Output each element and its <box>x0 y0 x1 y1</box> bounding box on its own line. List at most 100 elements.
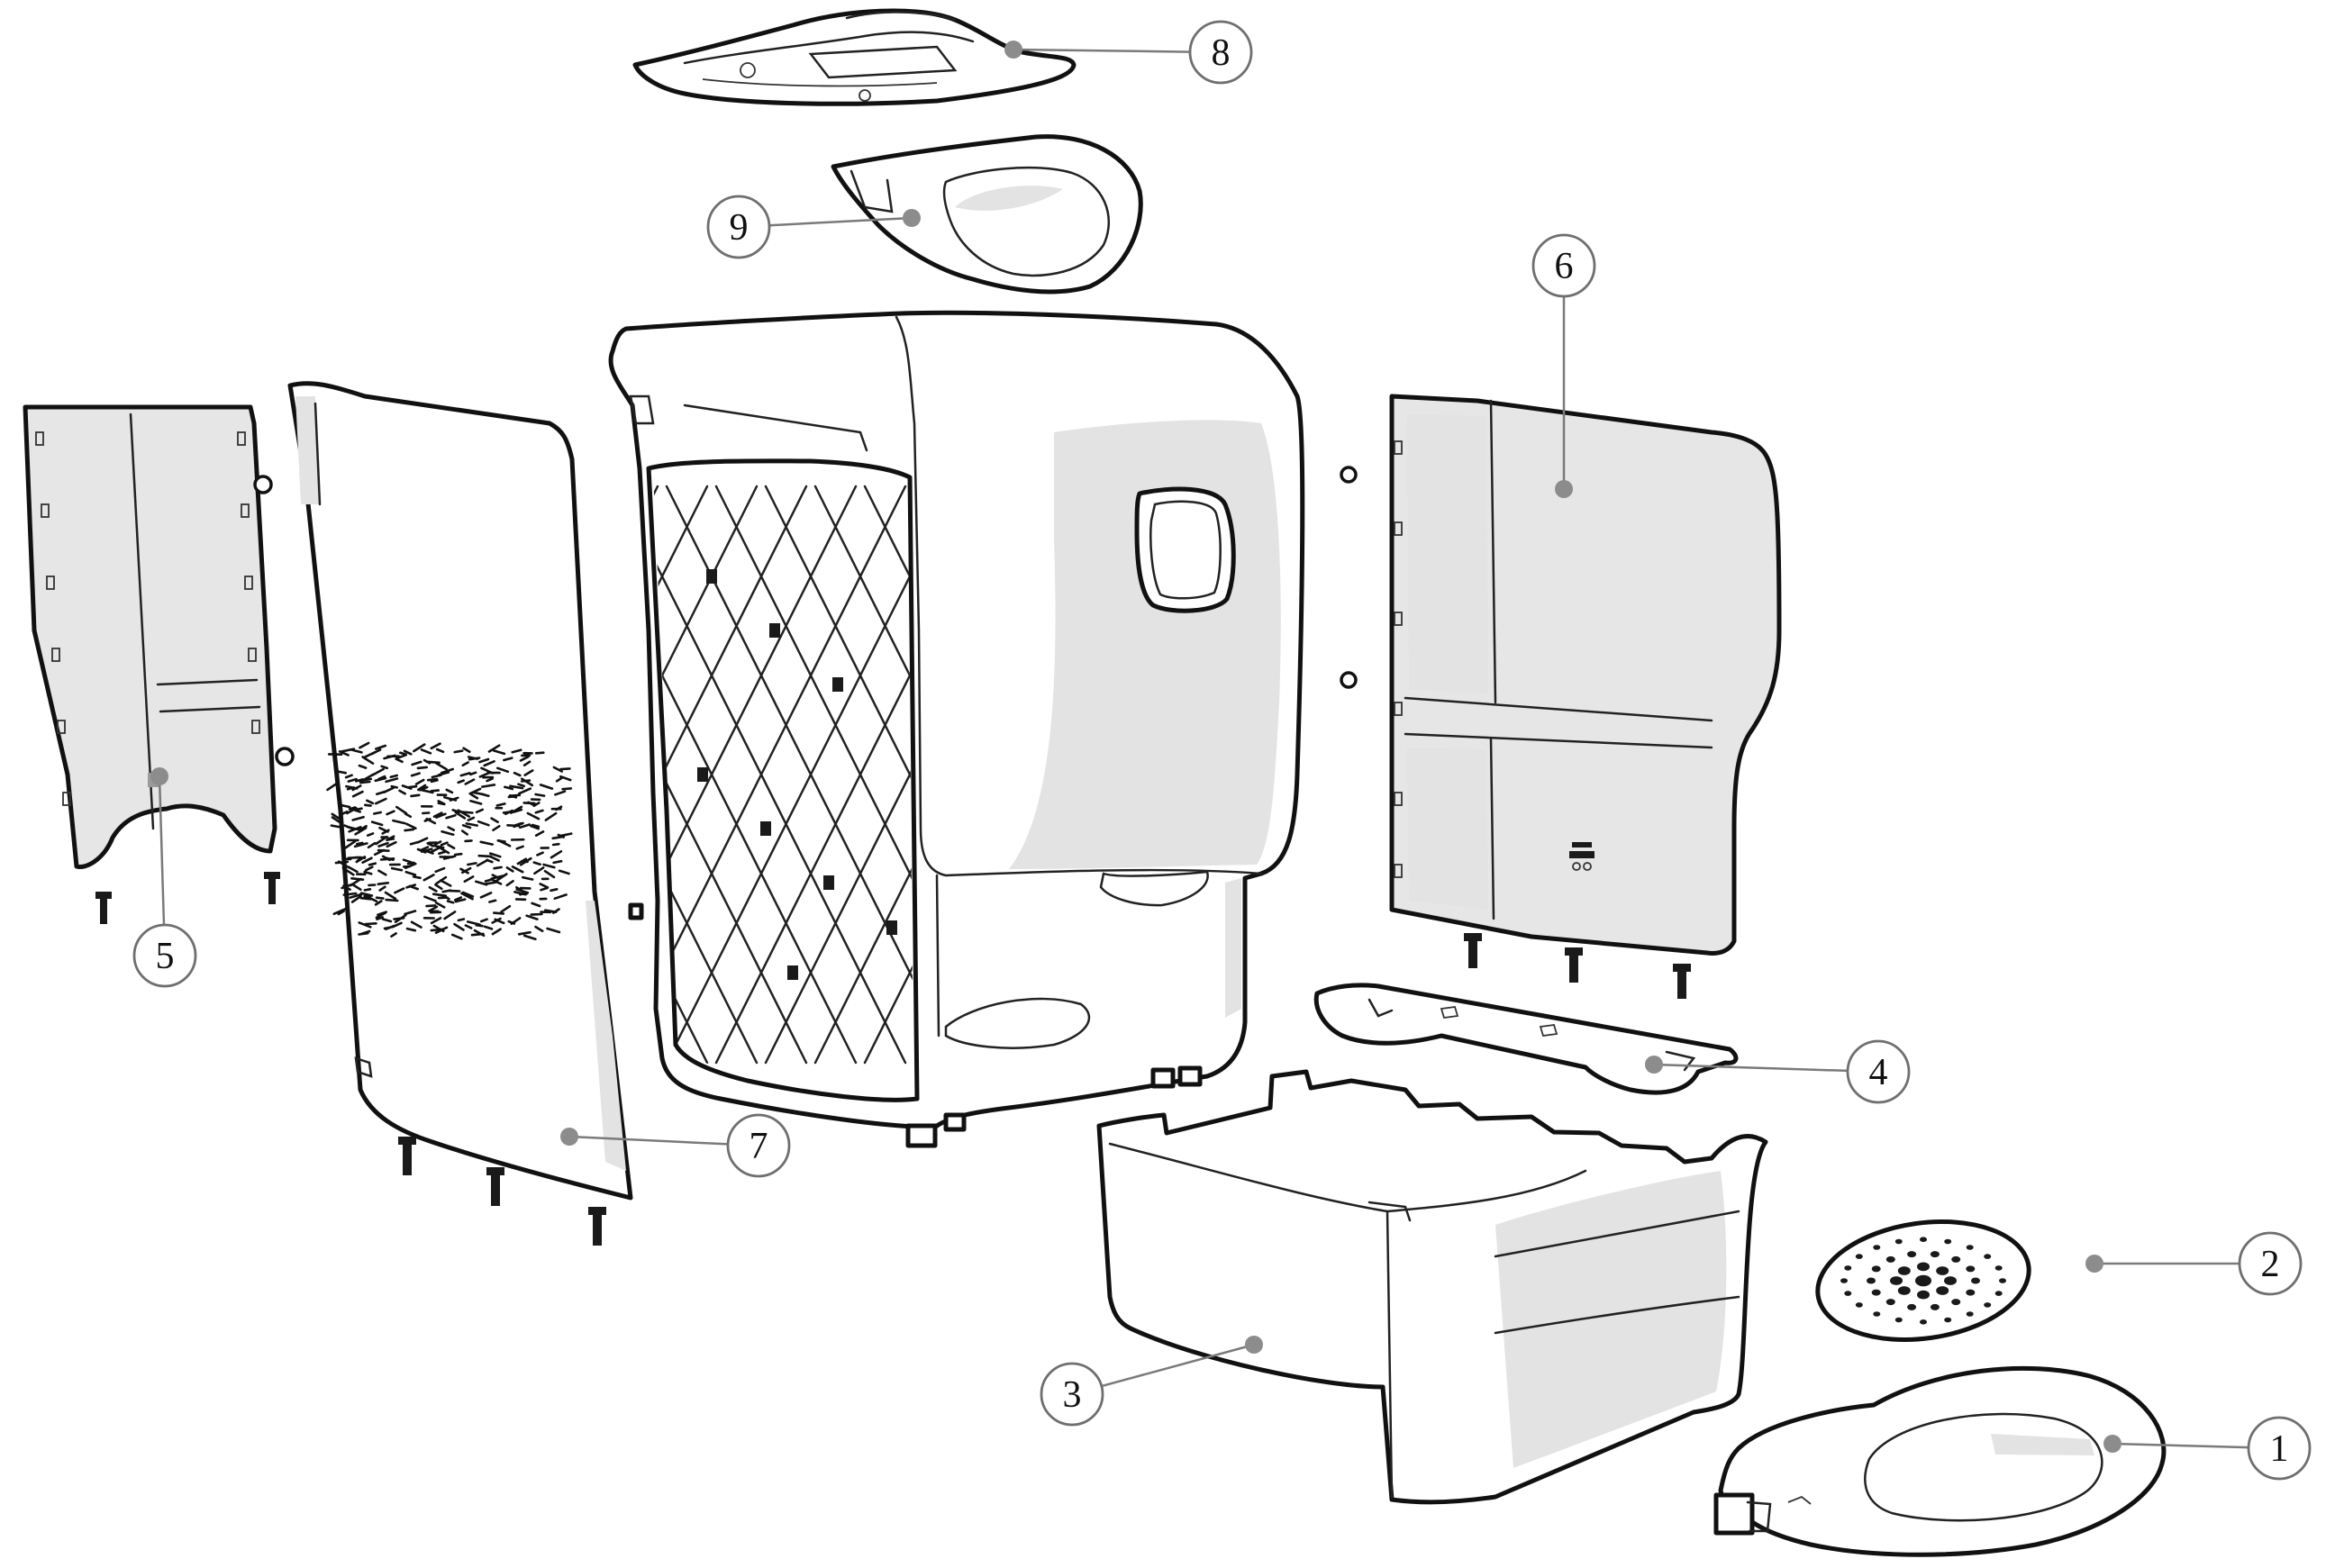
disc-hole <box>1966 1265 1976 1273</box>
vent-slot <box>466 920 481 926</box>
disc-hole <box>1944 1276 1957 1285</box>
callout-number: 8 <box>1212 32 1231 74</box>
disc-hole <box>1944 1238 1952 1245</box>
vent-slot <box>554 790 567 796</box>
vent-slot <box>533 866 545 875</box>
vent-slot <box>447 843 456 850</box>
vent-slot <box>550 849 563 859</box>
vent-slot <box>350 894 362 903</box>
target-dot <box>2085 1255 2103 1273</box>
vent-slot <box>378 885 386 892</box>
vent-slot <box>363 887 372 892</box>
vent-slot <box>359 741 370 749</box>
vent-slot <box>503 757 513 762</box>
vent-slot <box>326 782 339 792</box>
vent-slot <box>350 876 365 882</box>
vent-slot <box>331 812 341 820</box>
vent-slot <box>380 765 389 770</box>
vent-slot <box>364 866 374 872</box>
vent-slot <box>555 776 564 783</box>
callout-5: 5 <box>132 767 197 988</box>
vent-slot <box>343 839 357 849</box>
vent-slot <box>468 771 477 776</box>
callout-number: 9 <box>730 207 749 249</box>
disc-hole <box>1971 1277 1980 1284</box>
vent-slot <box>404 822 417 830</box>
vent-slot <box>349 893 363 899</box>
leader-line <box>1013 48 1191 53</box>
vent-slot <box>463 875 475 884</box>
vent-slot <box>461 823 472 829</box>
callout-circle <box>706 195 771 259</box>
vent-slot <box>441 829 455 837</box>
callout-number: 5 <box>156 936 175 977</box>
vent-slot <box>416 784 427 792</box>
vent-slot <box>460 892 474 901</box>
vent-slot <box>423 817 432 822</box>
vent-slot <box>430 844 445 849</box>
vent-slot <box>355 856 367 864</box>
disc-hole <box>1907 1303 1917 1310</box>
vent-slot <box>467 816 476 822</box>
vent-slot <box>381 918 393 923</box>
disc-hole <box>1936 1266 1949 1275</box>
vent-slot <box>367 841 377 849</box>
part-1-cup-tray <box>1713 1365 2167 1557</box>
disc-hole <box>1966 1311 1974 1317</box>
cage-strut <box>813 485 913 1065</box>
vent-slot <box>351 790 364 798</box>
vent-slot <box>405 927 417 932</box>
callout-number: 2 <box>2261 1244 2280 1285</box>
vent-slot <box>361 857 373 865</box>
disc-hole <box>1984 1302 1992 1308</box>
vent-slot <box>492 824 501 832</box>
vent-slot <box>375 896 385 900</box>
vent-slot <box>534 751 545 755</box>
disc-holes <box>1840 1237 2006 1325</box>
vent-slot <box>368 862 377 866</box>
disc-hole <box>1897 1286 1911 1295</box>
part-9-collar <box>831 134 1143 295</box>
vent-slot <box>469 799 483 805</box>
vent-slot <box>334 769 348 775</box>
vent-slot <box>479 840 495 846</box>
vent-slot <box>518 787 532 795</box>
vent-slot <box>534 925 544 932</box>
vent-slot <box>483 925 494 930</box>
callout-7: 7 <box>560 1113 791 1178</box>
disc-hole <box>1890 1276 1903 1285</box>
cage-strut <box>764 485 913 1065</box>
vent-slot <box>527 801 535 807</box>
vent-slot <box>425 904 437 908</box>
vent-slot <box>446 900 455 904</box>
vent-slot <box>416 766 429 770</box>
vent-slot <box>441 889 452 893</box>
vent-slot <box>430 742 441 750</box>
disc-hole <box>1966 1289 1976 1296</box>
vent-slot <box>521 875 534 881</box>
vent-slot <box>492 749 506 756</box>
vent-slot <box>539 883 550 889</box>
disc-hole <box>1844 1265 1852 1271</box>
target-dot <box>1555 480 1573 498</box>
vent-slot <box>561 787 573 791</box>
vent-slot <box>526 811 541 820</box>
vent-slot <box>543 869 556 879</box>
vent-slot <box>334 860 350 865</box>
vent-slot <box>468 787 482 795</box>
target-dot <box>903 209 921 227</box>
vent-slot <box>553 893 568 901</box>
vent-slot <box>366 895 378 903</box>
disc-hole <box>1871 1265 1881 1273</box>
callout-number: 4 <box>1869 1052 1888 1093</box>
vent-slot <box>467 756 479 760</box>
vent-slot <box>377 848 390 853</box>
vent-slot <box>416 837 429 844</box>
vent-slot <box>422 758 432 765</box>
vent-slot <box>540 886 549 892</box>
part-8-top-cover <box>632 8 1077 106</box>
vent-slot <box>534 809 544 814</box>
callout-circle <box>1040 1362 1104 1427</box>
vent-slot <box>491 874 499 879</box>
disc-hole <box>1966 1245 1974 1250</box>
